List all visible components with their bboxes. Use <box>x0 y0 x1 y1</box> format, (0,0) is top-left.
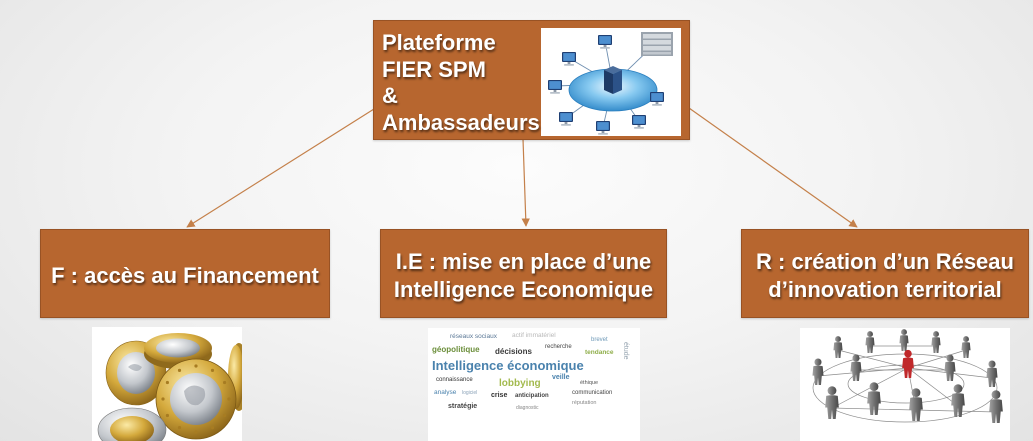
platform-label-line: FIER SPM <box>382 56 486 82</box>
computer-network-illustration <box>541 28 681 136</box>
person-figure <box>812 358 824 385</box>
network-connections <box>812 345 998 423</box>
platform-label-line: Plateforme <box>382 30 496 55</box>
server-rack-icon <box>641 32 673 56</box>
person-figure <box>989 390 1003 423</box>
platform-label-line: & <box>382 83 398 108</box>
intelligence-economique-node: I.E : mise en place d’une Intelligence E… <box>380 229 667 318</box>
person-figure <box>825 386 839 419</box>
arrow-to-financement <box>186 108 375 228</box>
person-figure <box>867 382 881 415</box>
word-cloud-word: décisions <box>495 347 532 356</box>
word-cloud-word: analyse <box>434 389 457 396</box>
people-network-illustration <box>800 328 1010 441</box>
word-cloud-word: brevet <box>591 337 608 343</box>
person-figure <box>909 388 923 421</box>
computer-icon <box>632 115 646 129</box>
word-cloud-word: tendance <box>585 349 614 356</box>
intelligence-economique-label-line: Intelligence Economique <box>393 277 654 302</box>
word-cloud-word: étude <box>622 342 629 360</box>
computer-icon <box>598 35 612 49</box>
word-cloud-word: communication <box>572 390 613 396</box>
person-figure <box>961 336 971 358</box>
word-cloud-word: diagnostic <box>516 405 539 411</box>
person-figure <box>833 336 843 358</box>
financement-node: F : accès au Financement <box>40 229 330 318</box>
computer-icon <box>650 92 664 106</box>
word-cloud-word: réseaux sociaux <box>450 333 497 340</box>
word-cloud-word: logiciel <box>462 390 478 396</box>
word-cloud-image: réseaux sociaux actif immatériel brevet … <box>428 328 640 441</box>
person-figure <box>865 331 875 353</box>
word-cloud-word: recherche <box>545 344 572 350</box>
financement-label: F : accès au Financement <box>51 263 319 288</box>
word-cloud-word: anticipation <box>515 393 549 399</box>
reseau-label-line: R : création d’un Réseau <box>756 249 1014 274</box>
intelligence-economique-label-line: I.E : mise en place d’une <box>395 249 652 274</box>
coin-bottom-left <box>97 407 167 441</box>
word-cloud-word: Intelligence économique <box>432 358 584 373</box>
computer-icon <box>562 52 576 66</box>
arrow-to-reseau <box>688 107 858 228</box>
person-figure <box>951 384 965 417</box>
coin-top-stack <box>144 333 212 369</box>
platform-label: Plateforme FIER SPM & Ambassadeurs <box>382 30 540 136</box>
word-cloud-word: lobbying <box>499 378 541 389</box>
reseau-label-line: d’innovation territorial <box>768 277 1002 302</box>
word-cloud-word: géopolitique <box>432 345 480 354</box>
computer-icon <box>548 80 562 94</box>
word-cloud-word: éthique <box>580 380 599 386</box>
computer-icon <box>596 121 610 135</box>
arrow-to-intelligence-economique <box>521 138 530 227</box>
computer-icon <box>559 112 573 126</box>
euro-coins-photo <box>92 327 242 441</box>
person-figure <box>899 329 909 351</box>
central-server-icon <box>604 66 622 94</box>
reseau-node: R : création d’un Réseau d’innovation te… <box>741 229 1029 318</box>
word-cloud-word: réputation <box>572 400 597 406</box>
word-cloud-word: connaissance <box>436 377 473 383</box>
word-cloud-word: actif immatériel <box>512 332 556 339</box>
word-cloud-word: crise <box>491 392 508 399</box>
word-cloud-word: veille <box>552 374 570 381</box>
coin-front-large <box>155 358 237 440</box>
platform-node: Plateforme FIER SPM & Ambassadeurs <box>373 20 690 140</box>
person-figure <box>931 331 941 353</box>
word-cloud-word: stratégie <box>448 403 478 410</box>
platform-label-line: Ambassadeurs <box>382 109 540 135</box>
person-figure <box>944 354 956 381</box>
